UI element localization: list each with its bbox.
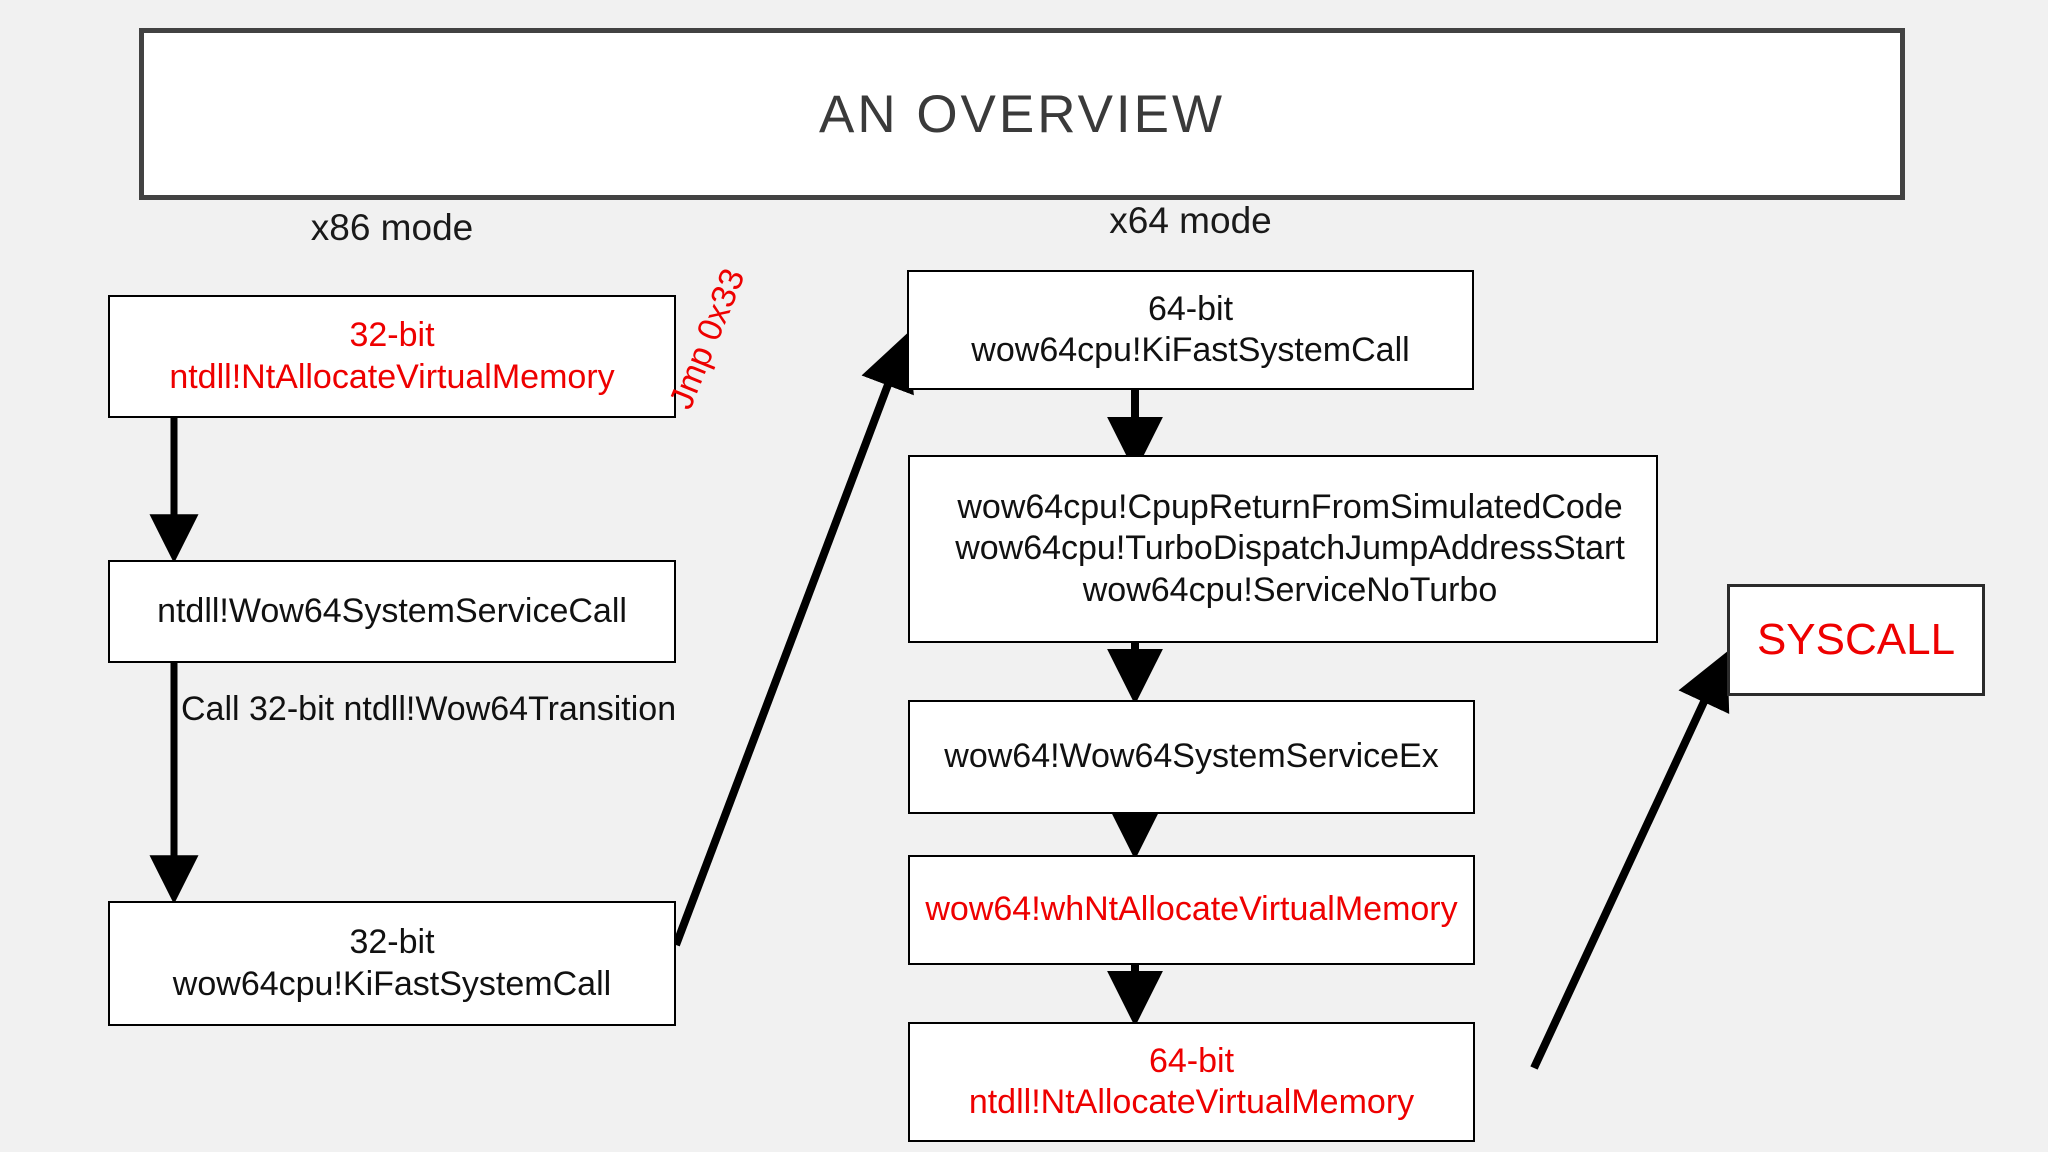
node-x86-ntdll-ntallocatevirtualmemory[interactable]: 32-bit ntdll!NtAllocateVirtualMemory (108, 295, 676, 418)
node-x64-ntdll-ntallocatevirtualmemory[interactable]: 64-bit ntdll!NtAllocateVirtualMemory (908, 1022, 1475, 1142)
node-syscall[interactable]: SYSCALL (1727, 584, 1985, 696)
title-banner: AN OVERVIEW (139, 28, 1905, 200)
node-line: wow64cpu!KiFastSystemCall (172, 964, 612, 1003)
page-title: AN OVERVIEW (818, 84, 1226, 144)
node-x64-wow64-whntallocatevirtualmemory[interactable]: wow64!whNtAllocateVirtualMemory (908, 855, 1475, 965)
syscall-label: SYSCALL (1756, 615, 1956, 665)
edge-label-call-wow64transition: Call 32-bit ntdll!Wow64Transition (181, 690, 677, 728)
node-line: 32-bit (349, 316, 435, 355)
node-line: wow64cpu!TurboDispatchJumpAddressStart (955, 529, 1625, 568)
column-heading-x64: x64 mode (1109, 200, 1272, 241)
node-line: 64-bit (1147, 289, 1234, 328)
node-line: ntdll!NtAllocateVirtualMemory (169, 357, 615, 396)
node-line: wow64!whNtAllocateVirtualMemory (925, 890, 1458, 929)
node-x86-ntdll-wow64systemservicecall[interactable]: ntdll!Wow64SystemServiceCall (108, 560, 676, 663)
node-x64-wow64-wow64systemserviceex[interactable]: wow64!Wow64SystemServiceEx (908, 700, 1475, 814)
node-line: wow64cpu!KiFastSystemCall (971, 331, 1410, 369)
column-heading-x86: x86 mode (310, 207, 474, 248)
node-line: ntdll!NtAllocateVirtualMemory (968, 1083, 1415, 1121)
node-line-stack: wow64!whNtAllocateVirtualMemory (922, 889, 1462, 930)
node-line-stack: wow64cpu!CpupReturnFromSimulatedCode wow… (910, 487, 1670, 611)
node-line: 32-bit (349, 923, 435, 962)
arrow-jmp-0x33 (672, 333, 914, 947)
node-line-stack: wow64!Wow64SystemServiceEx (922, 736, 1462, 777)
arrow-to-syscall (1530, 651, 1730, 1070)
node-line: wow64cpu!CpupReturnFromSimulatedCode (957, 487, 1623, 526)
node-line: wow64!Wow64SystemServiceEx (944, 737, 1439, 776)
node-x64-wow64cpu-kifastsystemcall[interactable]: 64-bit wow64cpu!KiFastSystemCall (907, 270, 1474, 390)
node-line: 64-bit (1148, 1041, 1235, 1080)
node-line: ntdll!Wow64SystemServiceCall (157, 591, 627, 630)
node-x86-wow64cpu-kifastsystemcall[interactable]: 32-bit wow64cpu!KiFastSystemCall (108, 901, 676, 1026)
node-x64-wow64cpu-dispatch-group[interactable]: wow64cpu!CpupReturnFromSimulatedCode wow… (908, 455, 1658, 643)
node-line: wow64cpu!ServiceNoTurbo (1082, 570, 1498, 609)
